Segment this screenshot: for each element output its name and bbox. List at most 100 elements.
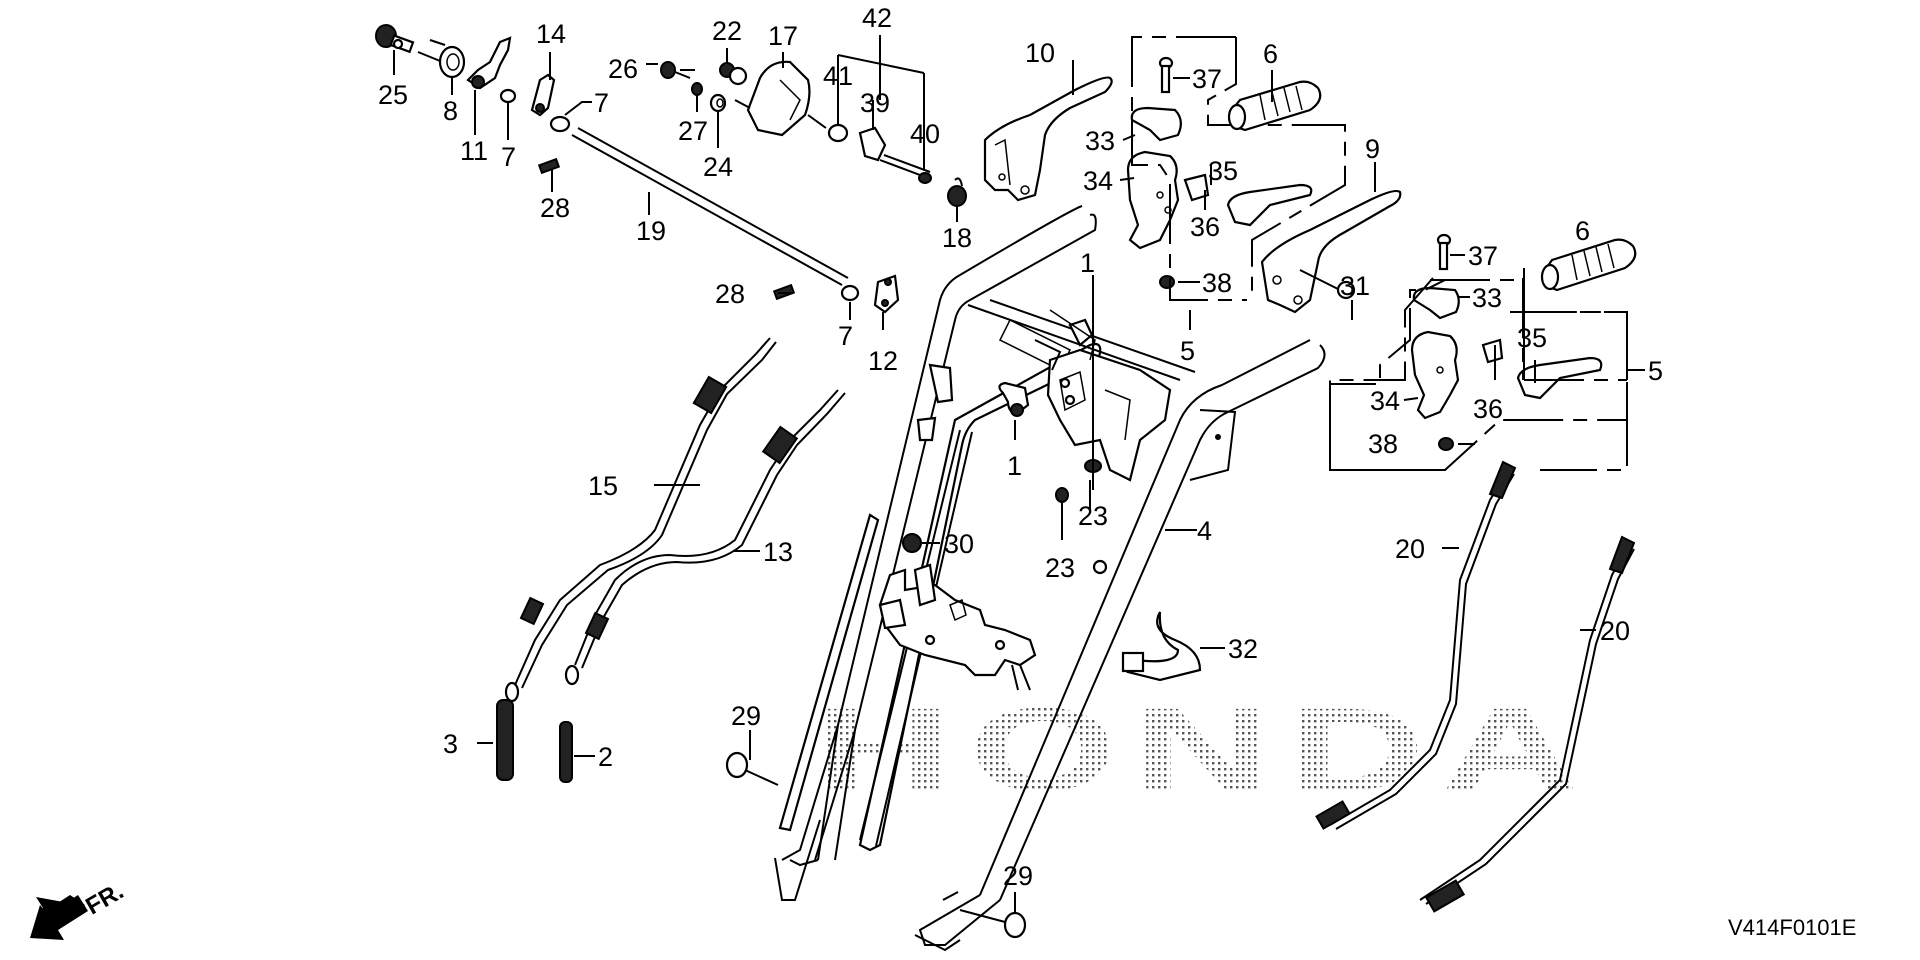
part-2-spring: [559, 721, 573, 783]
callout-25: 25: [378, 80, 408, 110]
callout-24: 24: [703, 152, 733, 182]
callout-19: 19: [636, 216, 666, 246]
callout-7-b: 7: [594, 88, 609, 118]
callout-20-a: 20: [1395, 534, 1425, 564]
part-12-link: [873, 274, 900, 314]
callout-22: 22: [712, 16, 742, 46]
callout-9: 9: [1365, 134, 1380, 164]
part-11-arm: [466, 36, 512, 90]
callout-15: 15: [588, 471, 618, 501]
callout-6-a: 6: [1263, 39, 1278, 69]
part-6-grip-a: [1227, 80, 1322, 132]
callout-labels: 25 8 11 7 14 7 28 19 26 27 24 22 17 42 4…: [378, 3, 1663, 891]
part-7-bushing-a: [499, 88, 517, 104]
part-13-cable: [564, 389, 846, 686]
part-41-collar: [827, 123, 849, 143]
callout-34-a: 34: [1083, 166, 1113, 196]
callout-42: 42: [862, 3, 892, 33]
callout-13: 13: [763, 537, 793, 567]
callout-30: 30: [944, 529, 974, 559]
callout-5-a: 5: [1180, 336, 1195, 366]
callout-38-b: 38: [1368, 429, 1398, 459]
part-34-lever-body-b: [1410, 330, 1460, 420]
handle-frame: [778, 205, 1326, 946]
part-9-arm: [1260, 189, 1402, 314]
callout-32: 32: [1228, 634, 1258, 664]
arrow-icon: [30, 895, 88, 940]
callout-31: 31: [1340, 271, 1370, 301]
part-15-cable: [504, 337, 777, 703]
part-38-nut-a: [1159, 275, 1175, 289]
part-23-nut-b: [1055, 487, 1069, 503]
callout-33-a: 33: [1085, 126, 1115, 156]
part-25-bolt: [375, 24, 415, 54]
part-30-grommet: [902, 533, 922, 553]
part-19-rod: [571, 127, 849, 286]
part-22-nut: [719, 62, 748, 86]
leader-lines: [393, 35, 1645, 912]
part-35-lever-b: [1516, 356, 1603, 400]
part-10-arm: [983, 76, 1113, 202]
part-7-bushing-b: [549, 115, 571, 133]
callout-2: 2: [598, 742, 613, 772]
callout-28-b: 28: [715, 279, 745, 309]
part-18-spring: [947, 177, 967, 207]
callout-17: 17: [768, 21, 798, 51]
front-direction-indicator: FR.: [30, 878, 128, 940]
callout-33-b: 33: [1472, 283, 1502, 313]
part-20-cable-a: [1315, 460, 1517, 830]
callout-23-a: 23: [1078, 501, 1108, 531]
part-36-clip-b: [1481, 338, 1504, 364]
callout-37-b: 37: [1468, 241, 1498, 271]
callout-4: 4: [1197, 516, 1212, 546]
front-label: FR.: [81, 878, 128, 921]
callout-20-b: 20: [1600, 616, 1630, 646]
part-33-clamp-a: [1130, 106, 1182, 142]
part-39-block: [858, 126, 887, 162]
honda-watermark: HONDA: [815, 684, 1595, 816]
callout-34-b: 34: [1370, 386, 1400, 416]
part-33-clamp-b: [1412, 286, 1460, 320]
callout-7-c: 7: [838, 321, 853, 351]
part-6-grip-b: [1540, 238, 1637, 292]
callout-26: 26: [608, 54, 638, 84]
part-31-bolt: [1299, 269, 1356, 300]
callout-28-a: 28: [540, 193, 570, 223]
part-26-screw: [660, 61, 691, 79]
part-17-cover: [734, 60, 827, 137]
callout-7-a: 7: [501, 142, 516, 172]
part-14-lever: [530, 73, 556, 117]
callout-36-b: 36: [1473, 394, 1503, 424]
part-24-bushing: [709, 93, 727, 113]
callout-3: 3: [443, 729, 458, 759]
callout-5-b: 5: [1648, 356, 1663, 386]
part-29-bolt-b: [959, 909, 1027, 939]
callout-35-b: 35: [1517, 323, 1547, 353]
callout-37-a: 37: [1192, 64, 1222, 94]
part-37-screw-b: [1436, 233, 1452, 271]
kit-bracket-5a: [1131, 36, 1346, 301]
callout-10: 10: [1025, 38, 1055, 68]
callout-18: 18: [942, 223, 972, 253]
callout-12: 12: [868, 346, 898, 376]
part-37-screw-a: [1158, 56, 1174, 94]
part-27-washer: [691, 82, 703, 96]
lower-handle-bar: [774, 819, 961, 952]
part-8-collar: [417, 38, 466, 79]
callout-23-b: 23: [1045, 553, 1075, 583]
callout-41: 41: [823, 61, 853, 91]
kit-bracket-5b-outline: [1329, 277, 1628, 471]
part-7-bushing-c: [840, 284, 860, 302]
callout-14: 14: [536, 19, 566, 49]
callout-36-a: 36: [1190, 212, 1220, 242]
callout-38-a: 38: [1202, 268, 1232, 298]
callout-1-b: 1: [1007, 451, 1022, 481]
callout-6-b: 6: [1575, 216, 1590, 246]
part-35-lever-a: [1226, 183, 1313, 227]
callout-35-a: 35: [1208, 156, 1238, 186]
part-3-spring: [496, 699, 514, 781]
diagram-code: V414F0101E: [1728, 915, 1856, 940]
part-29-bolt-a: [725, 751, 779, 786]
part-28-pin-a: [537, 157, 561, 175]
